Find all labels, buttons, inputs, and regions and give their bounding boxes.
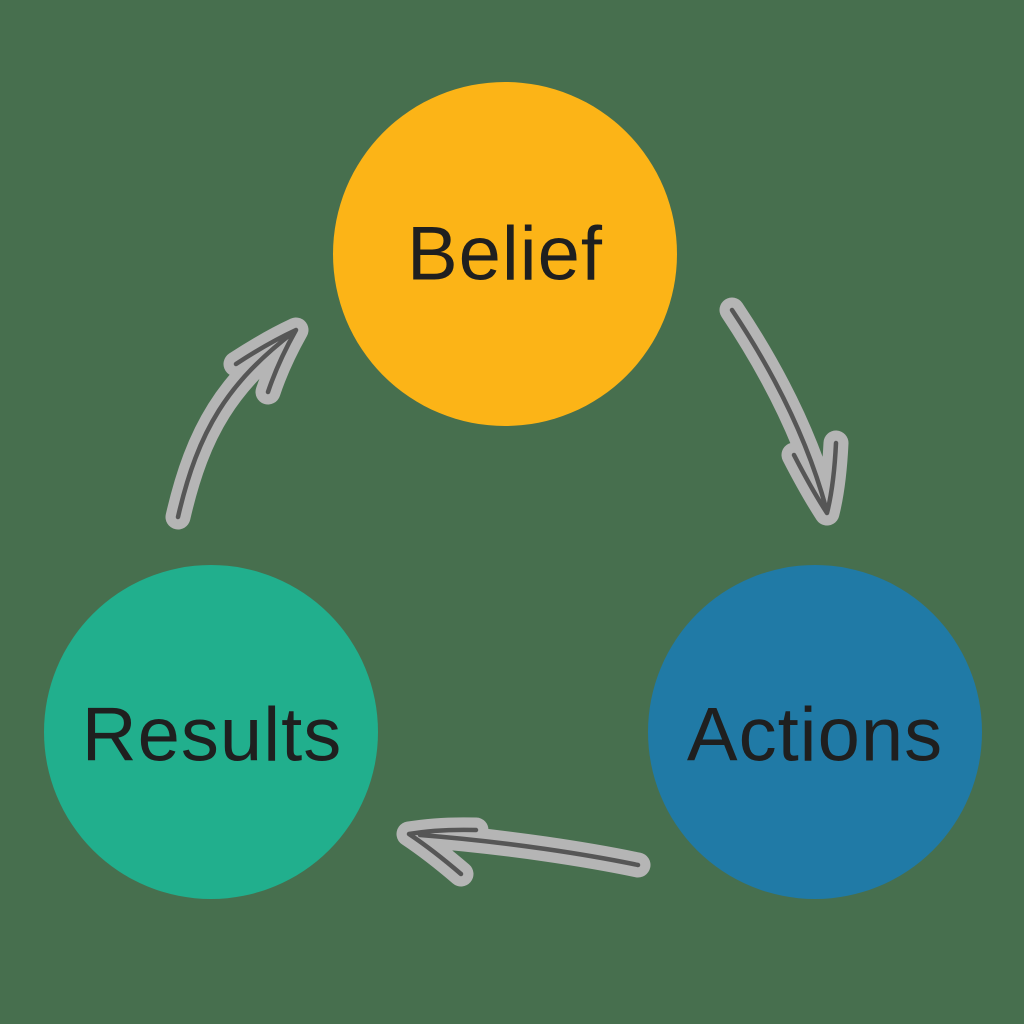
belief-label: Belief [407,212,603,297]
arrow-results-to-belief [165,317,309,530]
arrow-results-to-belief-halo [165,317,309,530]
node-actions: Actions [648,565,982,899]
arrow-belief-to-actions [719,297,849,526]
node-results: Results [44,565,378,899]
arrow-results-to-belief-core [175,327,299,520]
belief-circle [333,82,677,426]
actions-circle [648,565,982,899]
actions-label: Actions [687,693,943,778]
arrow-belief-to-actions-core [729,307,839,516]
arrow-actions-to-results [396,817,651,887]
results-label: Results [82,693,342,778]
results-circle [44,565,378,899]
node-belief: Belief [333,82,677,426]
arrow-actions-to-results-core [406,827,641,877]
